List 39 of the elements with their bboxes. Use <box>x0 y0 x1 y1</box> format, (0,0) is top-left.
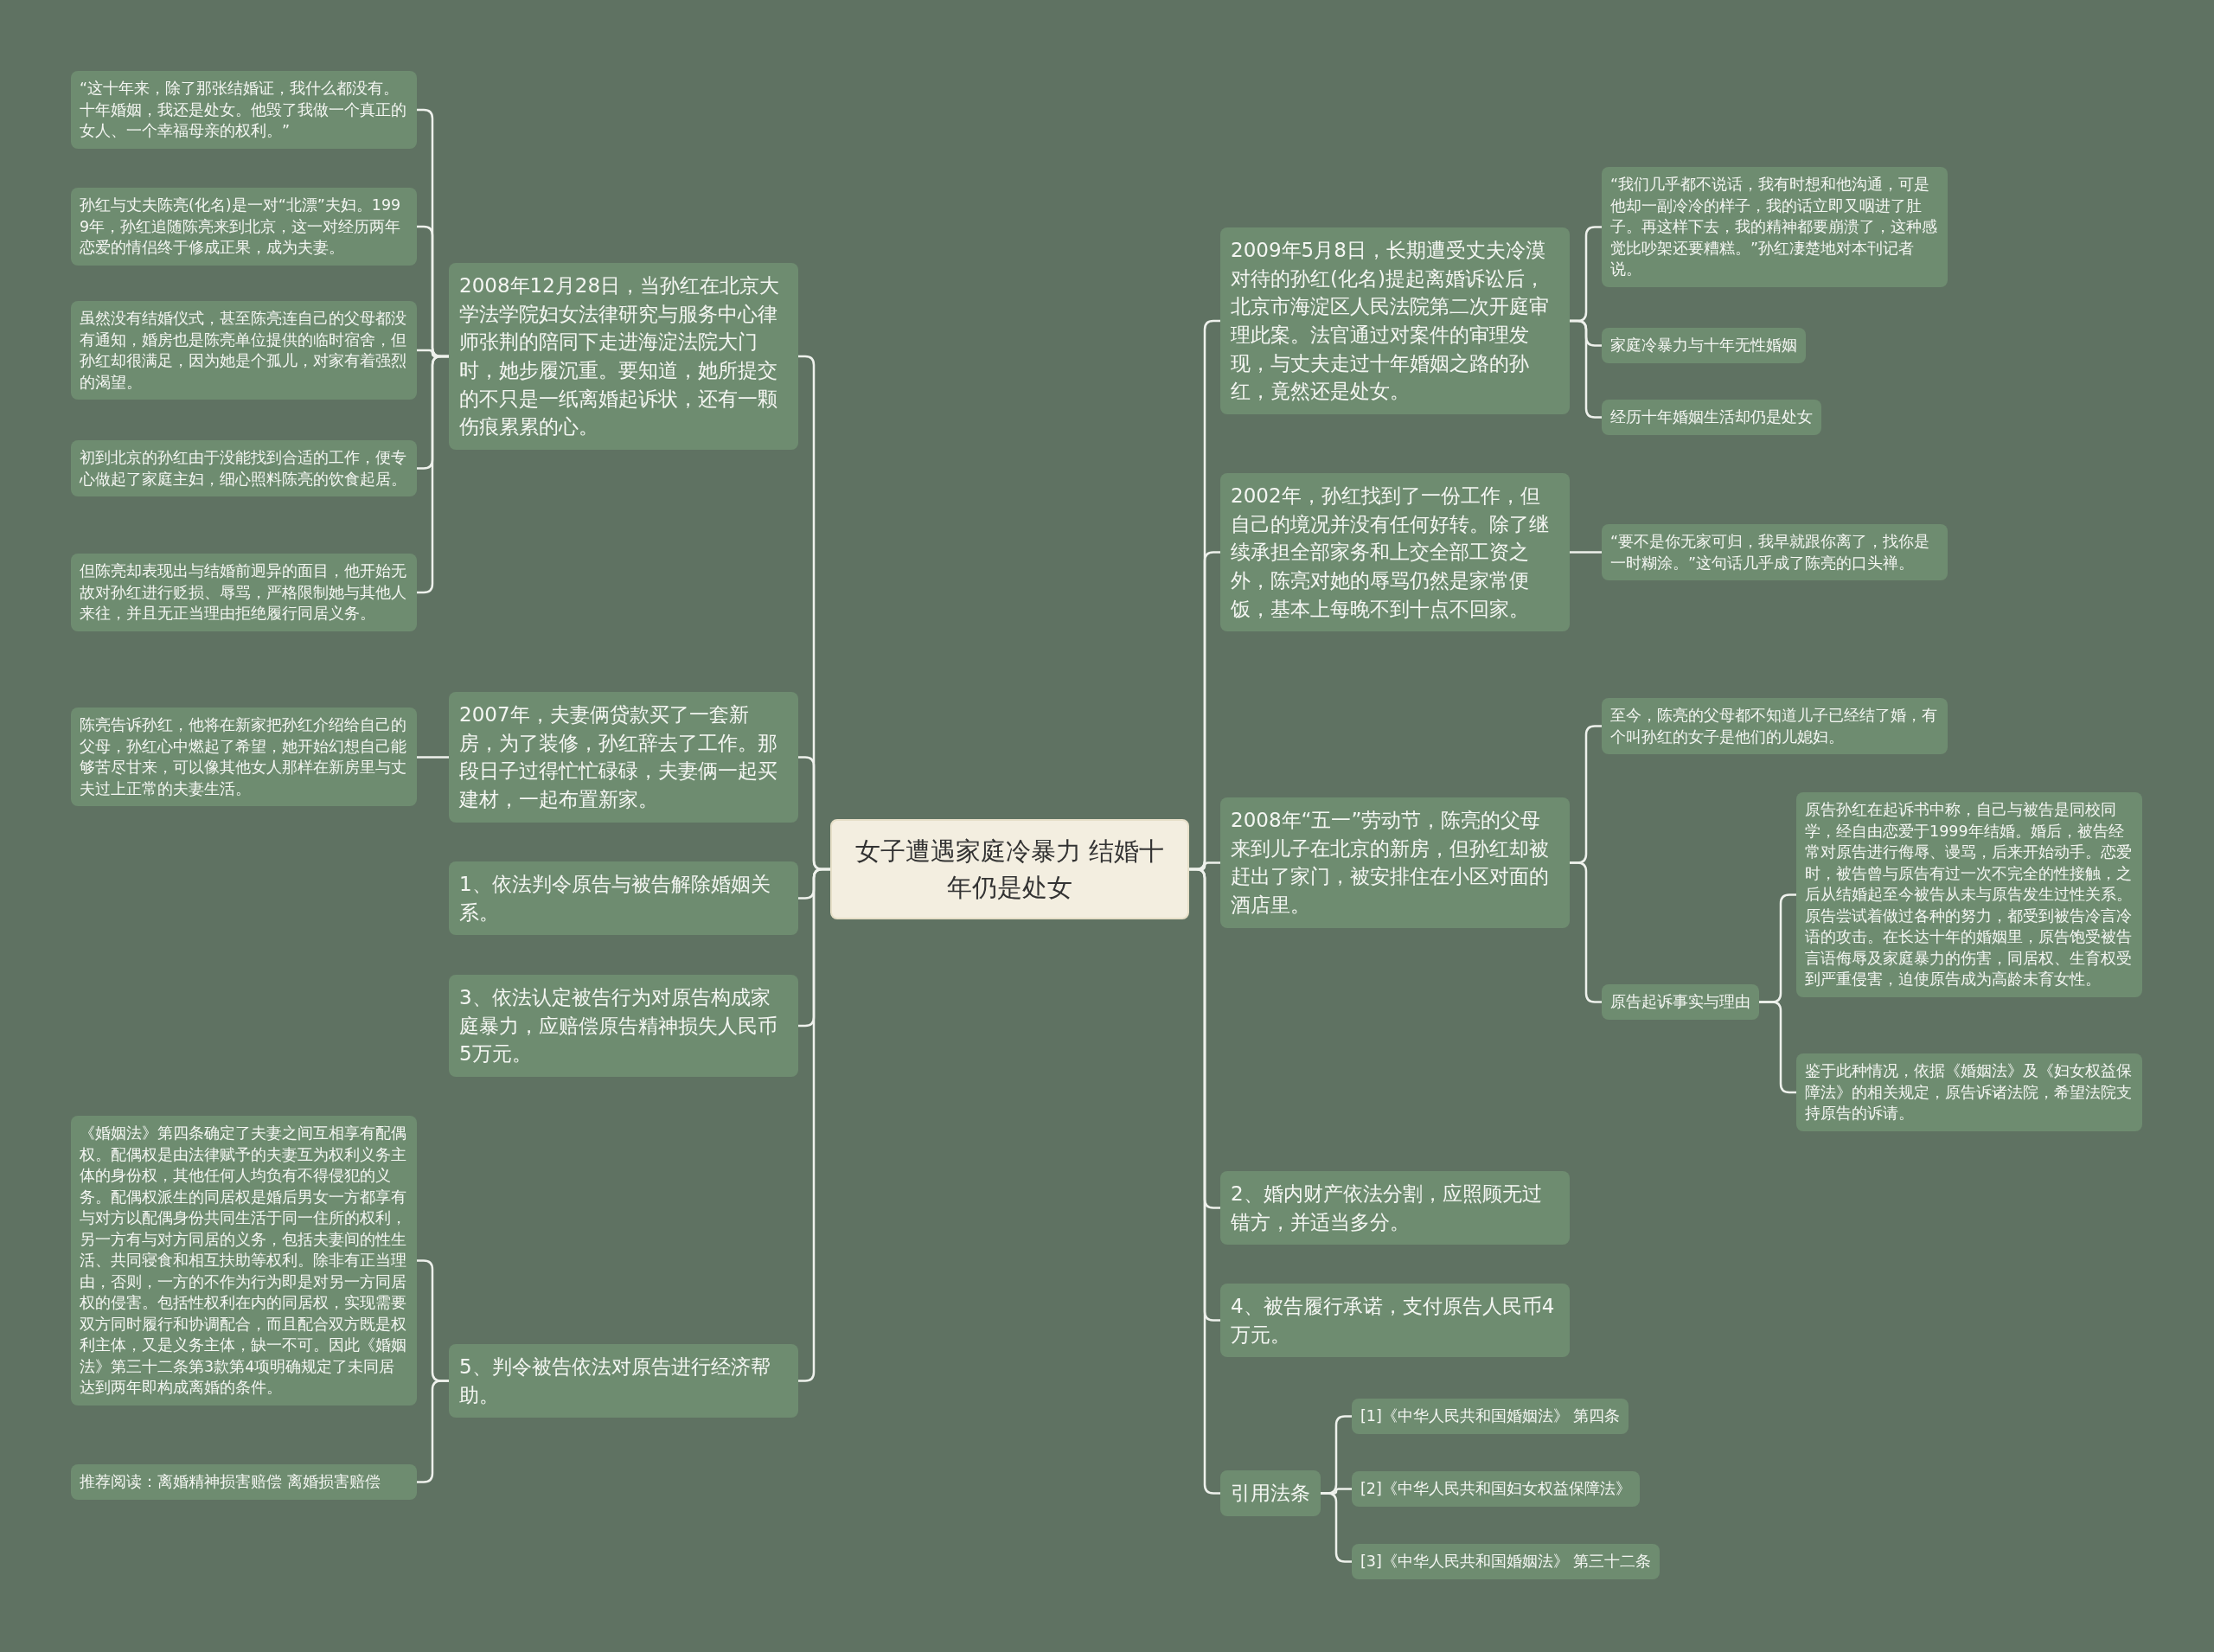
connector-line <box>417 756 449 759</box>
subtopic-note: 原告起诉事实与理由 <box>1602 984 1759 1020</box>
subtopic-note: “这十年来，除了那张结婚证，我什么都没有。十年婚姻，我还是处女。他毁了我做一个真正的女人、一个幸福母亲的权利。” <box>71 71 417 149</box>
subtopic-note: “我们几乎都不说话，我有时想和他沟通，可是他却一副冷冷的样子，我的话立即又咽进了肚子。再这样下去，我的精神都要崩溃了，这种感觉比吵架还要糟糕。”孙红凄楚地对本刊记者说。 <box>1602 167 1948 287</box>
branch-topic: 1、依法判令原告与被告解除婚姻关系。 <box>449 861 798 936</box>
branch-topic: 2008年“五一”劳动节，陈亮的父母来到儿子在北京的新房，但孙红却被赶出了家门，被安排住在小区对面的酒店里。 <box>1220 797 1570 928</box>
subtopic-note: “要不是你无家可归，我早就跟你离了，找你是一时糊涂。”这句话几乎成了陈亮的口头禅。 <box>1602 524 1948 580</box>
central-topic: 女子遭遇家庭冷暴力 结婚十年仍是处女 <box>830 819 1189 920</box>
connector-line <box>1570 319 1602 419</box>
connector-line <box>1570 551 1602 554</box>
subtopic-note: 初到北京的孙红由于没能找到合适的工作，便专心做起了家庭主妇，细心照料陈亮的饮食起居。 <box>71 440 417 496</box>
branch-topic: 3、依法认定被告行为对原告构成家庭暴力，应赔偿原告精神损失人民币5万元。 <box>449 975 798 1077</box>
branch-topic: 2、婚内财产依法分割，应照顾无过错方，并适当多分。 <box>1220 1171 1570 1245</box>
branch-topic: 2007年，夫妻俩贷款买了一套新房，为了装修，孙红辞去了工作。那段日子过得忙忙碌碌，夫妻俩一起买建材，一起布置新家。 <box>449 692 798 823</box>
subtopic-note: [3]《中华人民共和国婚姻法》 第三十二条 <box>1352 1544 1660 1579</box>
branch-topic: 5、判令被告依法对原告进行经济帮助。 <box>449 1344 798 1418</box>
subtopic-note: 陈亮告诉孙红，他将在新家把孙红介绍给自己的父母，孙红心中燃起了希望，她开始幻想自己能够苦尽甘来，可以像其他女人那样在新房里与丈夫过上正常的夫妻生活。 <box>71 708 417 806</box>
branch-topic: 2002年，孙红找到了一份工作，但自己的境况并没有任何好转。除了继续承担全部家务和上交全部工资之外，陈亮对她的辱骂仍然是家常便饭，基本上每晚不到十点不回家。 <box>1220 473 1570 632</box>
branch-topic: 4、被告履行承诺，支付原告人民币4万元。 <box>1220 1284 1570 1358</box>
branch-topic: 2009年5月8日，长期遭受丈夫冷漠对待的孙红(化名)提起离婚诉讼后，北京市海淀区人民法院第二次开庭审理此案。法官通过对案件的审理发现，与丈夫走过十年婚姻之路的孙红，竟然还是处女。 <box>1220 227 1570 414</box>
subtopic-note: 孙红与丈夫陈亮(化名)是一对“北漂”夫妇。1999年，孙红追随陈亮来到北京，这一对经历两年恋爱的情侣终于修成正果，成为夫妻。 <box>71 188 417 266</box>
connector-line <box>1759 1001 1796 1094</box>
connector-line <box>1570 861 1602 1003</box>
subtopic-note: [2]《中华人民共和国妇女权益保障法》 <box>1352 1471 1640 1507</box>
subtopic-note: 原告孙红在起诉书中称，自己与被告是同校同学，经自由恋爱于1999年结婚。婚后，被告经常对原告进行侮辱、谩骂，后来开始动手。恋爱时，被告曾与原告有过一次不完全的性接触，之后从结婚起至今被告从未与原告发生过性关系。原告尝试着做过各种的努力，都受到被告冷言冷语的攻击。在长达十年的婚姻里，原告饱受被告言语侮辱及家庭暴力的伤害，同居权、生育权受到严重侵害，迫使原告成为高龄未育女性。 <box>1796 792 2142 997</box>
subtopic-note: 虽然没有结婚仪式，甚至陈亮连自己的父母都没有通知，婚房也是陈亮单位提供的临时宿舍，但孙红却很满足，因为她是个孤儿，对家有着强烈的渴望。 <box>71 301 417 400</box>
subtopic-note: [1]《中华人民共和国婚姻法》 第四条 <box>1352 1399 1629 1434</box>
branch-topic: 2008年12月28日，当孙红在北京大学法学院妇女法律研究与服务中心律师张荆的陪同下走进海淀法院大门时，她步履沉重。要知道，她所提交的不只是一纸离婚起诉状，还有一颗伤痕累累的心。 <box>449 263 798 450</box>
subtopic-note: 至今，陈亮的父母都不知道儿子已经结了婚，有个叫孙红的女子是他们的儿媳妇。 <box>1602 698 1948 754</box>
subtopic-note: 《婚姻法》第四条确定了夫妻之间互相享有配偶权。配偶权是由法律赋予的夫妻互为权利义务主体的身份权，其他任何人均负有不得侵犯的义务。配偶权派生的同居权是婚后男女一方都享有与对方以配偶身份共同生活于同一住所的权利，另一方有与对方同居的义务，包括夫妻间的性生活、共同寝食和相互扶助等权利。除非有正当理由，否则，一方的不作为行为即是对另一方同居权的侵害。包括性权利在内的同居权，实现需要双方同时履行和协调配合，而且配合双方既是权利主体，又是义务主体，缺一不可。因此《婚姻法》第三十二条第3款第4项明确规定了未同居达到两年即构成离婚的条件。 <box>71 1116 417 1405</box>
connector-line <box>1321 1492 1352 1563</box>
subtopic-note: 鉴于此种情况，依据《婚姻法》及《妇女权益保障法》的相关规定，原告诉诸法院，希望法院支持原告的诉请。 <box>1796 1053 2142 1131</box>
subtopic-note: 推荐阅读：离婚精神损害赔偿 离婚损害赔偿 <box>71 1464 417 1500</box>
subtopic-note: 但陈亮却表现出与结婚前迥异的面目，他开始无故对孙红进行贬损、辱骂，严格限制她与其他人来往，并且无正当理由拒绝履行同居义务。 <box>71 554 417 631</box>
subtopic-note: 经历十年婚姻生活却仍是处女 <box>1602 400 1821 435</box>
branch-topic: 引用法条 <box>1220 1470 1321 1516</box>
subtopic-note: 家庭冷暴力与十年无性婚姻 <box>1602 328 1806 363</box>
connector-line <box>417 355 449 594</box>
connector-line <box>417 1380 449 1483</box>
